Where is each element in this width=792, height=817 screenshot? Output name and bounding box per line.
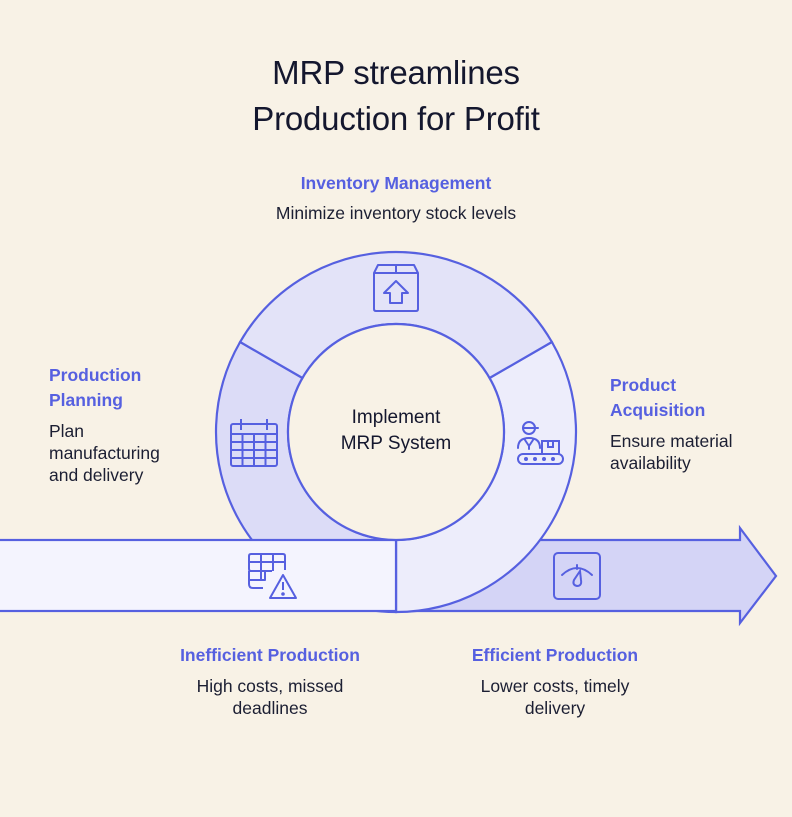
segment-description: Ensure material availability bbox=[610, 430, 790, 474]
outcome-heading: Inefficient Production bbox=[180, 645, 360, 665]
segment-description: Minimize inventory stock levels bbox=[275, 203, 517, 223]
description-line: Lower costs, timely bbox=[480, 676, 630, 696]
heading-line: Acquisition bbox=[610, 400, 706, 420]
inefficient-production-bar bbox=[0, 538, 398, 613]
description-line: deadlines bbox=[232, 698, 308, 718]
outcome-description: Lower costs, timely delivery bbox=[435, 675, 675, 719]
description-line: availability bbox=[610, 453, 691, 473]
hub-line-1: Implement bbox=[351, 407, 441, 428]
hub-circle bbox=[286, 322, 506, 542]
outcome-heading: Efficient Production bbox=[471, 645, 639, 665]
heading-line: Product bbox=[610, 375, 677, 395]
box-upload-icon bbox=[373, 264, 419, 312]
outcome-inefficient-production: Inefficient Production High costs, misse… bbox=[150, 643, 390, 719]
segment-description: Plan manufacturing and delivery bbox=[49, 420, 209, 486]
calendar-icon bbox=[230, 419, 278, 467]
outcome-description: High costs, missed deadlines bbox=[150, 675, 390, 719]
outcome-efficient-production: Efficient Production Lower costs, timely… bbox=[435, 643, 675, 719]
title-line-2: Production for Profit bbox=[252, 100, 540, 137]
description-line: manufacturing bbox=[49, 443, 160, 463]
segment-production-planning: Production Planning Plan manufacturing a… bbox=[49, 363, 209, 486]
description-line: and delivery bbox=[49, 465, 144, 485]
segment-heading: Production Planning bbox=[49, 363, 209, 413]
description-line: Ensure material bbox=[610, 431, 733, 451]
description-line: Plan bbox=[49, 421, 85, 441]
scale-gauge-icon bbox=[553, 552, 601, 600]
hub-label: Implement MRP System bbox=[296, 405, 496, 457]
description-line: delivery bbox=[524, 698, 586, 718]
hub-line-2: MRP System bbox=[340, 433, 452, 454]
heading-line: Production bbox=[49, 365, 142, 385]
segment-inventory-management: Inventory Management Minimize inventory … bbox=[196, 171, 596, 224]
grid-warning-icon bbox=[248, 553, 297, 599]
diagram-title: MRP streamlines Production for Profit bbox=[0, 50, 792, 142]
title-line-1: MRP streamlines bbox=[272, 54, 520, 91]
worker-conveyor-icon bbox=[517, 421, 564, 465]
segment-product-acquisition: Product Acquisition Ensure material avai… bbox=[610, 373, 790, 474]
segment-heading: Product Acquisition bbox=[610, 373, 790, 423]
heading-line: Planning bbox=[49, 390, 123, 410]
segment-heading: Inventory Management bbox=[300, 173, 492, 193]
description-line: High costs, missed bbox=[196, 676, 344, 696]
